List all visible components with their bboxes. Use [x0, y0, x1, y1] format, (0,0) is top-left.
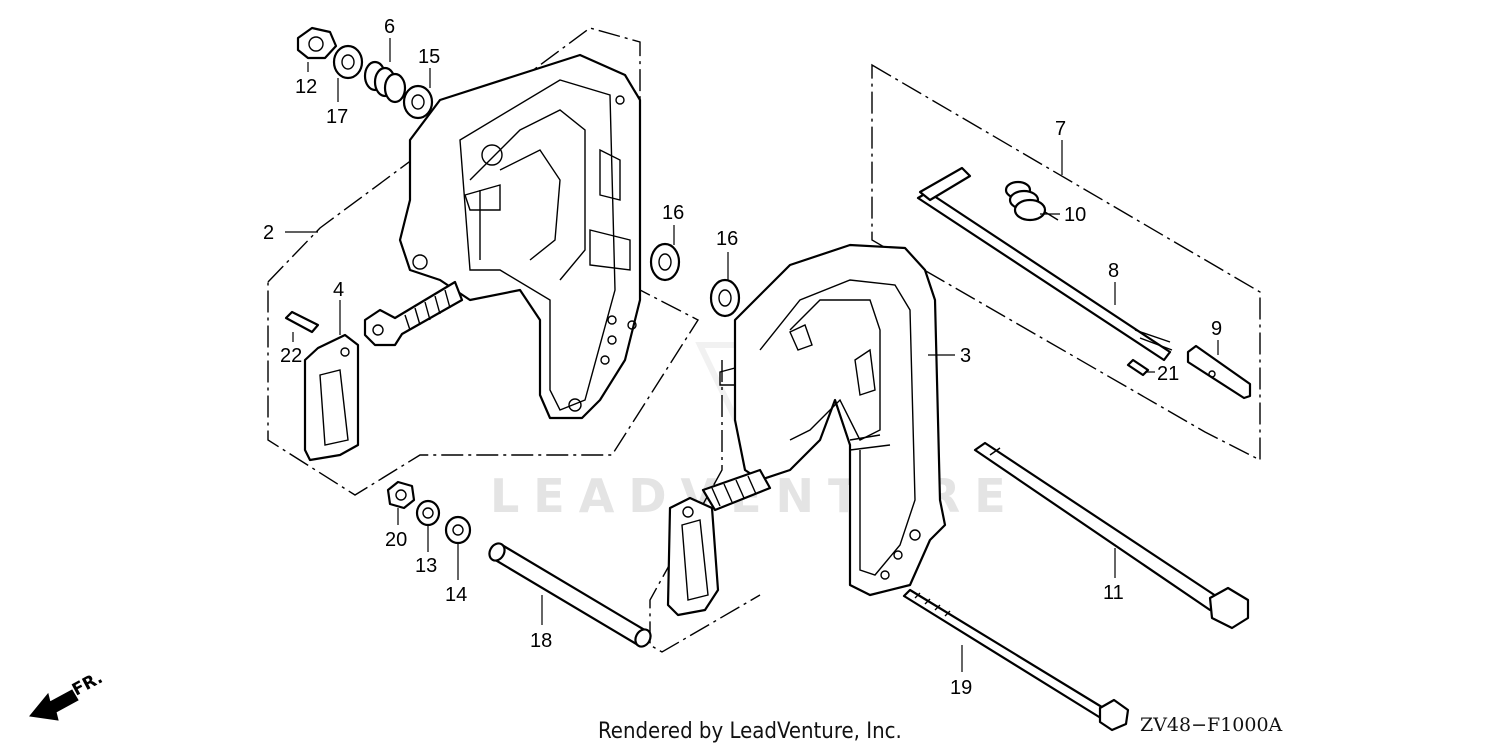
right-bracket-group-outline: [649, 360, 761, 653]
washer-14: [444, 515, 472, 545]
nut-20: [386, 480, 416, 510]
washer-17: [332, 44, 364, 80]
front-arrow-icon: [29, 689, 79, 721]
washer-13: [415, 499, 441, 527]
washer-16-left: [649, 242, 681, 282]
callout-13: 13: [415, 555, 437, 577]
callout-2: 2: [263, 222, 274, 244]
cap-nut-12: [296, 26, 338, 60]
callout-16-left: 16: [662, 202, 684, 224]
clamp-screw-left: [363, 280, 464, 347]
callout-8: 8: [1108, 260, 1119, 282]
spring-6: [363, 60, 407, 104]
spring-10: [1004, 180, 1059, 222]
callout-6: 6: [384, 16, 395, 38]
washer-16-right: [709, 278, 741, 318]
pin-21: [1126, 358, 1150, 377]
clamp-pad: [303, 333, 360, 462]
callout-22: 22: [280, 345, 302, 367]
callout-20: 20: [385, 529, 407, 551]
washer-15: [402, 84, 434, 120]
callout-14: 14: [445, 584, 467, 606]
callout-10: 10: [1064, 204, 1086, 226]
bolt-11: [973, 441, 1250, 630]
callout-19: 19: [950, 677, 972, 699]
pin-22: [284, 310, 320, 334]
callout-15: 15: [418, 46, 440, 68]
callout-3: 3: [960, 345, 971, 367]
callout-7: 7: [1055, 118, 1066, 140]
shaft-kit-group-outline: [871, 63, 1261, 462]
clamp-screw-right: [666, 468, 772, 617]
callout-16-right: 16: [716, 228, 738, 250]
tilt-lever-8: [916, 166, 1173, 362]
callout-18: 18: [530, 630, 552, 652]
plate-9: [1186, 344, 1252, 400]
callout-21: 21: [1157, 363, 1179, 385]
callout-9: 9: [1211, 318, 1222, 340]
collar-tube-18: [488, 542, 652, 648]
callout-4: 4: [333, 279, 344, 301]
credit-text: Rendered by LeadVenture, Inc.: [598, 719, 902, 744]
swivel-bracket-left: [398, 53, 642, 420]
callout-11: 11: [1103, 582, 1124, 604]
bolt-19: [902, 588, 1130, 732]
diagram-code: ZV48−F1000A: [1140, 714, 1283, 736]
front-direction-indicator: FR.: [29, 668, 106, 721]
callout-12: 12: [295, 76, 317, 98]
callout-17: 17: [326, 106, 348, 128]
stern-bracket-right: [719, 243, 947, 597]
